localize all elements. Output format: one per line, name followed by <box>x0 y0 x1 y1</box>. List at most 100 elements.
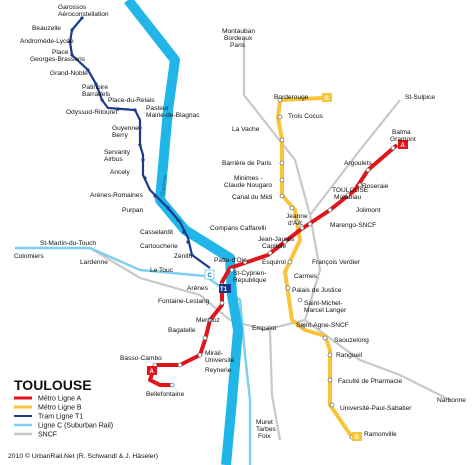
station-upsabatier: Université-Paul-Sabatier <box>340 405 412 412</box>
station-borderouge: Borderouge <box>274 94 309 101</box>
legend: Métro Ligne A Métro Ligne B Tram Ligne T… <box>14 396 113 439</box>
station-st-martin: St-Martin-du-Touch <box>40 240 96 247</box>
legend-sncf: SNCF <box>38 432 57 439</box>
river-garonne <box>124 0 243 465</box>
station-bagatelle: Bagatelle <box>168 327 196 334</box>
badge-line-t1: T1 <box>219 284 231 293</box>
station-le-tour: Le Touc <box>150 267 174 274</box>
station-minimes-1: Minimes - <box>234 175 263 182</box>
legend-ligne-c: Ligne C (Suburban Rail) <box>38 423 113 430</box>
station-arenes: Arènes <box>187 285 209 292</box>
station-pasteur-1: Pasteur <box>146 105 170 112</box>
west-station-labels: St-Martin-du-Touch Colomiers Lardenne Le… <box>14 240 174 274</box>
station-casselardit: Casselardit <box>140 229 173 236</box>
station-jeanne-1: Jeanne <box>286 213 308 220</box>
svg-text:B: B <box>355 435 360 441</box>
station-empalot: Empalot <box>252 325 276 332</box>
metro-a-station-labels: Patte-d'Oie Arènes St-Cyprien- Républiqu… <box>120 257 267 398</box>
station-balma-1: Balma <box>392 129 411 136</box>
station-st-michel-2: Marcel Langer <box>304 307 347 314</box>
station-la-vache: La Vache <box>232 126 260 133</box>
legend-metro-a: Métro Ligne A <box>38 396 82 403</box>
station-place-gb-2: Georges-Brassens <box>30 56 86 63</box>
sncf-line-east <box>309 99 401 216</box>
svg-text:A: A <box>150 369 155 375</box>
station-servanty-2: Airbus <box>104 156 123 163</box>
tram-station-labels: Garossos Aéroconstellation Beauzelle And… <box>20 4 200 260</box>
station-colomiers: Colomiers <box>14 253 44 260</box>
station-grand-noble: Grand-Noble <box>50 70 88 77</box>
tram-t1-stops <box>68 16 194 257</box>
sncf-line-southeast <box>304 319 451 401</box>
station-place-relais: Place-du-Relais <box>108 97 155 104</box>
station-jean-jaures-1: Jean-Jaurès <box>258 236 295 243</box>
station-saouzelong: Saouzelong <box>334 337 369 344</box>
sncf-line-loop <box>229 214 322 332</box>
metro-b-station-labels: Montauban Bordeaux Paris Borderouge Troi… <box>210 28 435 438</box>
badge-line-a-east: A <box>398 140 408 149</box>
station-odyssud: Odyssud-Ritouret <box>66 109 117 116</box>
station-beauzelle: Beauzelle <box>32 25 61 32</box>
station-basso-cambo: Basso-Cambo <box>120 355 162 362</box>
station-montauban-3: Paris <box>230 42 246 49</box>
station-st-michel-1: Saint-Michel- <box>304 300 342 307</box>
station-roseraie: Roseraie <box>362 183 389 190</box>
sncf-line-north <box>242 40 312 216</box>
station-jolimont: Jolimont <box>356 207 381 214</box>
station-st-agne: Saint-Agne-SNCF <box>296 322 349 329</box>
station-jean-jaures-2: Capitole <box>262 243 287 250</box>
station-st-sulpice: St-Sulpice <box>405 94 435 101</box>
station-mirail-1: Mirail- <box>205 350 223 357</box>
legend-metro-b: Métro Ligne B <box>38 405 82 412</box>
station-mirail-2: Université <box>205 357 235 364</box>
station-balma-2: Gramont <box>390 136 416 143</box>
station-garossos: Garossos <box>58 4 87 11</box>
sncf-line-south <box>268 329 282 441</box>
station-faculte: Faculté de Pharmacie <box>338 378 402 385</box>
badge-line-a-west: A <box>147 366 157 375</box>
metro-line-b-path <box>276 96 354 439</box>
station-esquirol: Esquirol <box>262 259 286 266</box>
station-andromede: Andromède-Lycée <box>20 38 74 45</box>
station-muret-1: Muret <box>256 419 273 426</box>
river-label: Garonne <box>160 174 169 196</box>
station-montauban-1: Montauban <box>222 28 255 35</box>
station-guyenne-1: Guyenne <box>112 125 139 132</box>
station-cartoucherie: Cartoucherie <box>140 243 178 250</box>
station-francois-verdier: François Verdier <box>312 259 361 266</box>
station-place-gb-1: Place <box>52 49 69 56</box>
station-reynerie: Reynerie <box>205 367 232 374</box>
station-guyenne-2: Berry <box>112 132 128 139</box>
metro-line-b-stops <box>277 97 355 440</box>
station-narbonne: Narbonne <box>437 397 466 404</box>
station-zenith: Zénith <box>174 253 193 260</box>
station-minimes-2: Claude Nougaro <box>224 182 272 189</box>
station-pasteur-2: Mairie-de-Blagnac <box>146 112 200 119</box>
station-st-cyprien-2: République <box>233 277 267 284</box>
station-montauban-2: Bordeaux <box>224 35 253 42</box>
svg-text:T1: T1 <box>220 287 228 293</box>
station-marengo: Marengo-SNCF <box>330 222 376 229</box>
station-toulouse-1: TOULOUSE <box>332 187 369 194</box>
station-rangueil: Rangueil <box>336 352 363 359</box>
station-patte-doie: Patte-d'Oie <box>214 257 247 264</box>
station-arenes-romaines: Arènes-Romaines <box>90 192 143 199</box>
east-station-labels: François Verdier Marengo-SNCF TOULOUSE M… <box>256 129 466 440</box>
station-carmes: Carmes <box>294 273 318 280</box>
station-servanty-1: Servanty <box>104 149 131 156</box>
svg-text:A: A <box>401 143 406 149</box>
copyright: 2010 © UrbanRail.Net (R. Schwandl & J. H… <box>8 452 158 460</box>
station-fontaine: Fontaine-Lestang <box>158 298 210 305</box>
svg-text:B: B <box>325 96 330 102</box>
map-title: TOULOUSE <box>14 377 92 393</box>
badge-line-b-north: B <box>322 93 332 102</box>
station-st-cyprien-1: St-Cyprien- <box>233 270 266 277</box>
station-trois-cocus: Trois Cocus <box>288 113 324 120</box>
station-patinoire-1: Patinoire <box>82 84 108 91</box>
station-mermoz: Mermoz <box>196 317 220 324</box>
station-patinoire-2: Barradels <box>82 91 111 98</box>
station-barriere: Barrière de Paris <box>222 160 272 167</box>
station-muret-3: Foix <box>258 433 271 440</box>
metro-line-b <box>276 96 354 439</box>
